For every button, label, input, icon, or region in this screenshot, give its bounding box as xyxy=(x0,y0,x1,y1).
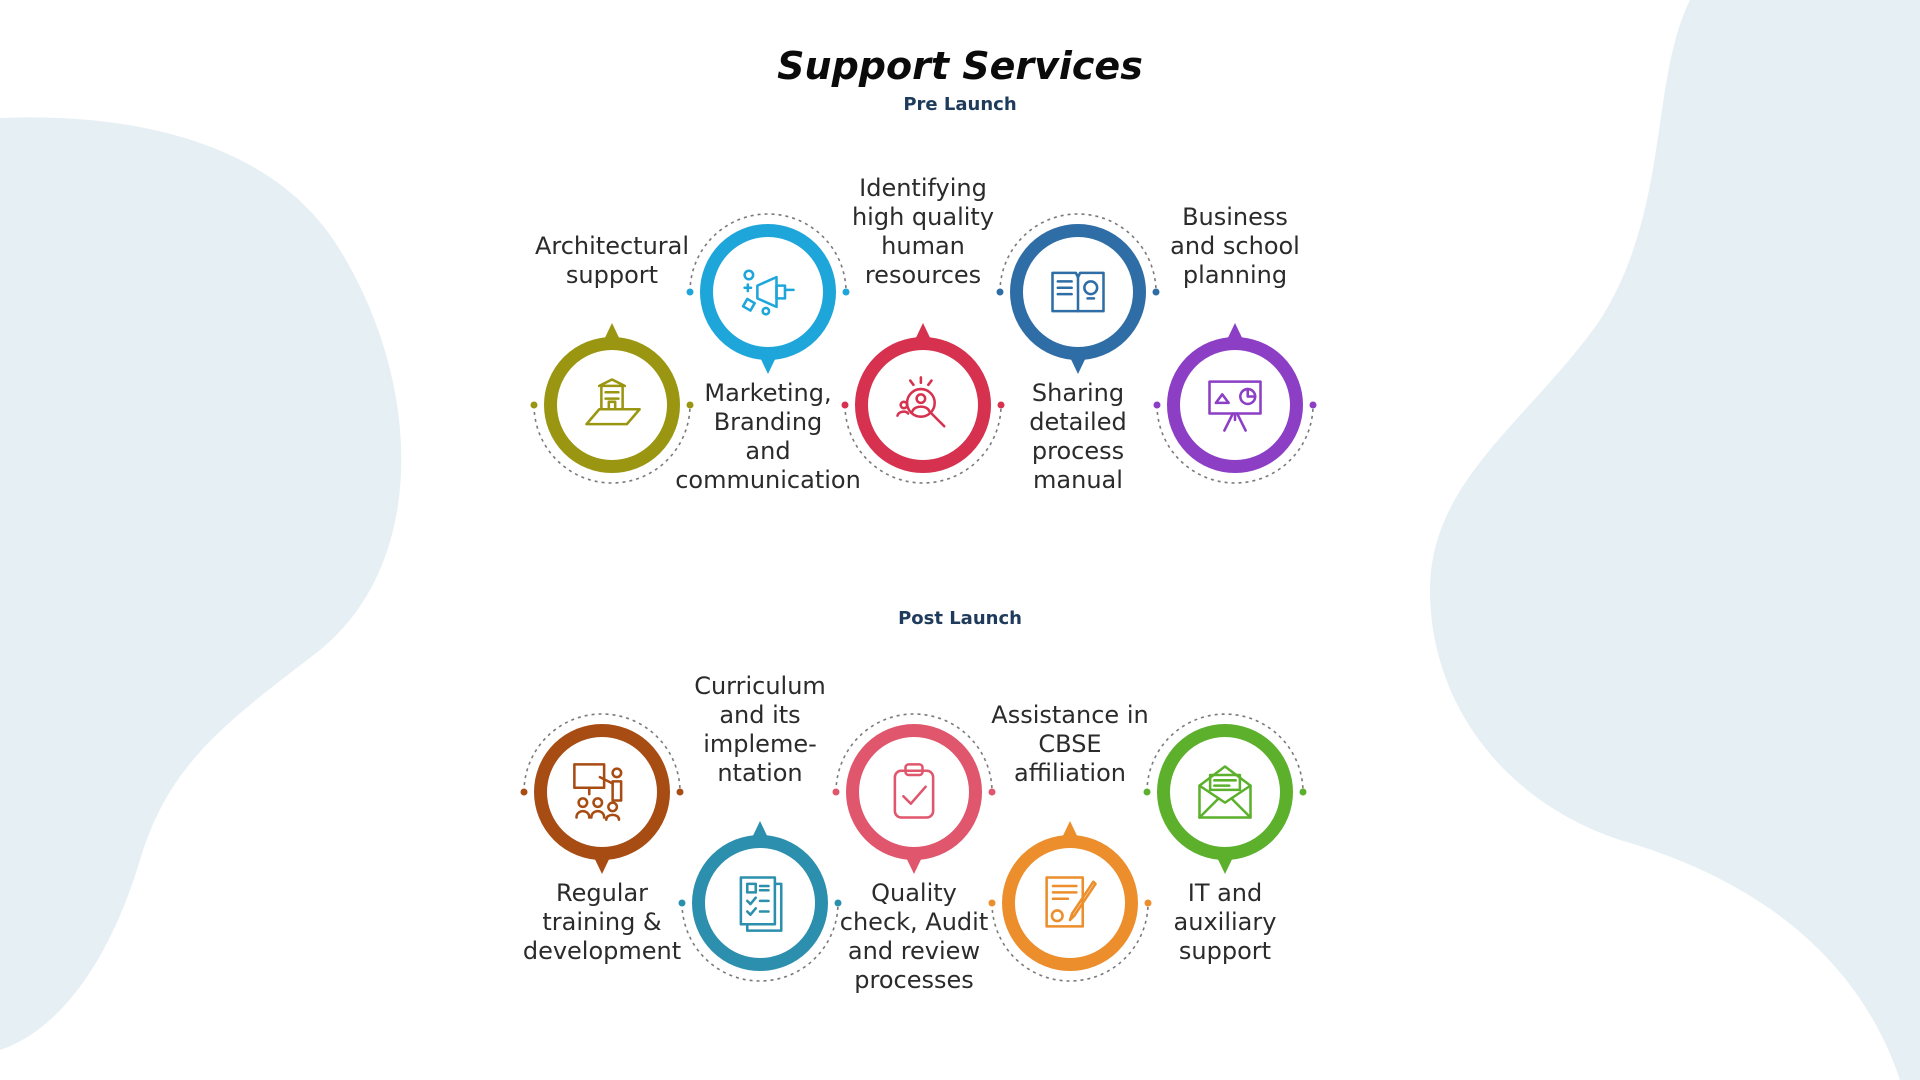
connector-dot xyxy=(997,401,1005,409)
service-label-megaphone: Marketing, Branding and communication xyxy=(675,379,861,494)
service-label-clipboard-check: Quality check, Audit and review processe… xyxy=(839,879,989,994)
dotted-connector-arc xyxy=(1146,713,1304,793)
connector-dot xyxy=(1153,401,1161,409)
node-ring xyxy=(1002,835,1138,971)
node-ring xyxy=(1157,724,1293,860)
service-node-presentation-board xyxy=(1153,323,1317,484)
connector-dot xyxy=(1299,788,1307,796)
node-ring xyxy=(544,337,680,473)
page-title: Support Services xyxy=(777,44,1143,88)
node-inner-circle xyxy=(1020,853,1120,953)
service-label-presentation-board: Business and school planning xyxy=(1170,203,1300,289)
node-inner-circle xyxy=(1175,742,1275,842)
dotted-connector-arc xyxy=(533,404,691,484)
service-node-contract-pen xyxy=(988,821,1152,982)
service-label-building-plan: Architectural support xyxy=(534,232,690,289)
connector-dot xyxy=(1144,899,1152,907)
post-launch-heading: Post Launch xyxy=(898,608,1022,629)
dotted-connector-arc xyxy=(991,902,1149,982)
node-inner-circle xyxy=(1185,355,1285,455)
connector-dot xyxy=(841,401,849,409)
node-ring xyxy=(1167,337,1303,473)
dotted-connector-arc xyxy=(523,713,681,793)
connector-dot xyxy=(832,788,840,796)
connector-dot xyxy=(996,288,1004,296)
service-label-trainer-audience: Regular training & development xyxy=(522,879,682,965)
service-node-trainer-audience xyxy=(520,713,684,874)
node-inner-circle xyxy=(864,742,964,842)
connector-dot xyxy=(842,288,850,296)
service-node-megaphone xyxy=(686,213,850,374)
connector-dot xyxy=(988,899,996,907)
connector-dot xyxy=(678,899,686,907)
node-inner-circle xyxy=(710,853,810,953)
node-inner-circle xyxy=(552,742,652,842)
service-node-building-plan xyxy=(530,323,694,484)
service-node-people-search xyxy=(841,323,1005,484)
connector-dot xyxy=(1152,288,1160,296)
left-background-blob xyxy=(0,117,402,1050)
service-node-envelope xyxy=(1143,713,1307,874)
service-label-document-checklist: Curriculum and its impleme- ntation xyxy=(694,672,826,787)
connector-dot xyxy=(530,401,538,409)
diagram-layer xyxy=(520,213,1317,982)
service-node-clipboard-check xyxy=(832,713,996,874)
dotted-connector-arc xyxy=(689,213,847,293)
node-ring xyxy=(534,724,670,860)
connector-dot xyxy=(834,899,842,907)
dotted-connector-arc xyxy=(681,902,839,982)
connector-dot xyxy=(676,788,684,796)
node-inner-circle xyxy=(873,355,973,455)
node-ring xyxy=(700,224,836,360)
dotted-connector-arc xyxy=(844,404,1002,484)
pre-launch-heading: Pre Launch xyxy=(903,94,1017,115)
node-ring xyxy=(692,835,828,971)
service-label-manual-book: Sharing detailed process manual xyxy=(1029,379,1127,494)
service-node-manual-book xyxy=(996,213,1160,374)
connector-dot xyxy=(1309,401,1317,409)
service-label-contract-pen: Assistance in CBSE affiliation xyxy=(991,701,1149,787)
node-ring xyxy=(855,337,991,473)
connector-dot xyxy=(988,788,996,796)
node-ring xyxy=(846,724,982,860)
node-ring xyxy=(1010,224,1146,360)
dotted-connector-arc xyxy=(1156,404,1314,484)
connector-dot xyxy=(520,788,528,796)
dotted-connector-arc xyxy=(999,213,1157,293)
service-label-people-search: Identifying high quality human resources xyxy=(851,174,995,289)
node-inner-circle xyxy=(718,242,818,342)
connector-dot xyxy=(1143,788,1151,796)
connector-dot xyxy=(686,401,694,409)
node-inner-circle xyxy=(562,355,662,455)
dotted-connector-arc xyxy=(835,713,993,793)
service-node-document-checklist xyxy=(678,821,842,982)
right-background-blob xyxy=(1430,0,1920,1080)
connector-dot xyxy=(686,288,694,296)
service-label-envelope: IT and auxiliary support xyxy=(1173,879,1277,965)
